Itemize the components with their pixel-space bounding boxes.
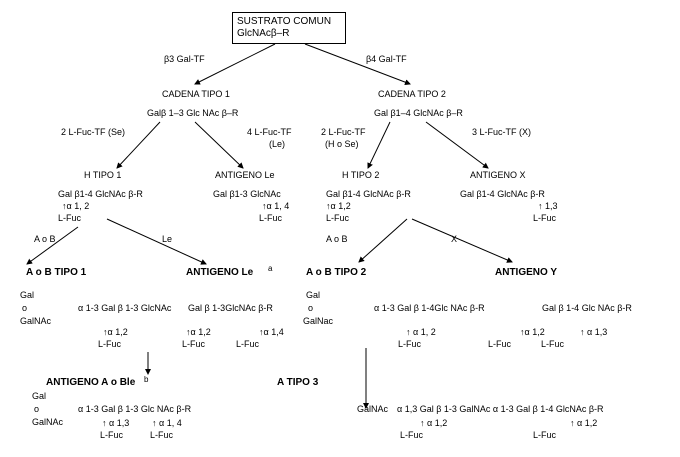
antigeno-y-linkage1: ↑α 1,2 — [520, 327, 545, 337]
edge-label-fuc-hse-enzyme: (H o Se) — [325, 139, 359, 149]
antigeno-aoble-title: ANTIGENO A o Ble — [46, 377, 136, 388]
antigeno-le-formula: Gal β1-3 GlcNAc — [213, 189, 281, 199]
edge-label-le: Le — [162, 234, 173, 244]
antigeno-lea-linkage1: ↑α 1,2 — [186, 327, 211, 337]
antigeno-x-linkage: ↑ 1,3 — [538, 201, 558, 211]
a-tipo3-title: A TIPO 3 — [277, 377, 319, 388]
edge-label-b3: β3 Gal-TF — [164, 54, 205, 64]
aob-tipo1-fucose: L-Fuc — [98, 339, 122, 349]
aob-tipo1-linkage: ↑α 1,2 — [103, 327, 128, 337]
aob-tipo1-or: o — [22, 303, 28, 313]
aob-tipo2-title: A o B TIPO 2 — [306, 267, 367, 278]
edge-c2-agx — [425, 121, 489, 169]
edge-label-x: X — [451, 234, 458, 244]
edge-label-aob2: A o B — [326, 234, 348, 244]
antigeno-y-fucose2: L-Fuc — [541, 339, 565, 349]
h-tipo1-linkage: ↑α 1, 2 — [62, 201, 90, 211]
h-tipo2-title: H TIPO 2 — [342, 170, 380, 180]
edge-c1-h1 — [116, 121, 161, 169]
antigeno-lea-linkage2: ↑α 1,4 — [259, 327, 284, 337]
h-tipo2-formula: Gal β1-4 GlcNAc β-R — [326, 189, 411, 199]
h-tipo1-formula: Gal β1-4 GlcNAc β-R — [58, 189, 143, 199]
edge-label-aob1: A o B — [34, 234, 56, 244]
antigeno-y-linkage2: ↑ α 1,3 — [580, 327, 608, 337]
antigeno-aoble-fucose1: L-Fuc — [100, 430, 124, 440]
h-tipo2-fucose: L-Fuc — [326, 213, 350, 223]
edge-h2-agy — [411, 218, 513, 263]
antigeno-y-title: ANTIGENO Y — [495, 267, 558, 278]
aob-tipo1-formula: α 1-3 Gal β 1-3 GlcNAc — [78, 303, 172, 313]
antigeno-x-fucose: L-Fuc — [533, 213, 557, 223]
cadena-tipo2-formula: Gal β1–4 GlcNAc β–R — [374, 108, 463, 118]
a-tipo3-linkage1: ↑ α 1,2 — [420, 418, 448, 428]
h-tipo1-fucose: L-Fuc — [58, 213, 82, 223]
antigeno-lea-fucose2: L-Fuc — [236, 339, 260, 349]
edge-root-c2 — [304, 43, 411, 86]
antigeno-lea-fucose1: L-Fuc — [182, 339, 206, 349]
aob-tipo1-galnac: GalNAc — [20, 316, 52, 326]
antigeno-aoble-fucose2: L-Fuc — [150, 430, 174, 440]
a-tipo3-fucose1: L-Fuc — [400, 430, 424, 440]
cadena-tipo1-formula: Galβ 1–3 Glc NAc β–R — [147, 108, 239, 118]
aob-tipo2-or: o — [308, 303, 314, 313]
antigeno-aoble-linkage1: ↑ α 1,3 — [102, 418, 130, 428]
antigeno-x-formula: Gal β1-4 GlcNAc β-R — [460, 189, 545, 199]
aob-tipo1-title: A o B TIPO 1 — [26, 267, 87, 278]
aob-tipo2-formula: α 1-3 Gal β 1-4Glc NAc β-R — [374, 303, 485, 313]
antigeno-aoble-gal: Gal — [32, 391, 47, 401]
antigeno-le-title: ANTIGENO Le — [215, 170, 275, 180]
aob-tipo2-linkage: ↑ α 1, 2 — [406, 327, 436, 337]
cadena-tipo2-title: CADENA TIPO 2 — [378, 89, 446, 99]
antigeno-y-formula: Gal β 1-4 Glc NAc β-R — [542, 303, 632, 313]
edge-h1-aob1 — [26, 226, 79, 265]
edge-root-c1 — [194, 43, 276, 85]
antigeno-lea-formula: Gal β 1-3GlcNAc β-R — [188, 303, 273, 313]
a-tipo3-fucose2: L-Fuc — [533, 430, 557, 440]
edge-label-fuc-se: 2 L-Fuc-TF (Se) — [61, 127, 126, 137]
root-box — [232, 12, 346, 44]
aob-tipo1-gal: Gal — [20, 290, 35, 300]
aob-tipo2-galnac: GalNac — [303, 316, 334, 326]
antigeno-aoble-or: o — [34, 404, 40, 414]
root-title: SUSTRATO COMUN — [237, 16, 332, 27]
edge-label-b4: β4 Gal-TF — [366, 54, 407, 64]
antigeno-x-title: ANTIGENO X — [470, 170, 526, 180]
h-tipo2-linkage: ↑α 1,2 — [326, 201, 351, 211]
antigeno-aoble-formula: α 1-3 Gal β 1-3 Glc NAc β-R — [78, 404, 192, 414]
edge-label-fuc-le: 4 L-Fuc-TF — [247, 127, 292, 137]
edge-label-fuc-le-enzyme: (Le) — [269, 139, 286, 149]
aob-tipo2-gal: Gal — [306, 290, 321, 300]
antigeno-lea-superscript: a — [268, 264, 273, 273]
edge-c1-lea — [194, 121, 244, 169]
a-tipo3-linkage2: ↑ α 1,2 — [570, 418, 598, 428]
antigeno-aoble-linkage2: ↑ α 1, 4 — [152, 418, 182, 428]
antigeno-lea-title: ANTIGENO Le — [186, 267, 254, 278]
aob-tipo2-fucose: L-Fuc — [398, 339, 422, 349]
edge-label-fuc-hse: 2 L-Fuc-TF — [321, 127, 366, 137]
antigeno-y-fucose1: L-Fuc — [488, 339, 512, 349]
antigeno-le-fucose: L-Fuc — [259, 213, 283, 223]
h-tipo1-title: H TIPO 1 — [84, 170, 122, 180]
antigeno-aoble-galnac: GalNAc — [32, 417, 64, 427]
antigeno-aoble-superscript: b — [144, 375, 149, 384]
antigeno-le-linkage: ↑α 1, 4 — [262, 201, 290, 211]
edge-h1-leab — [106, 218, 207, 265]
edge-label-fuc-x: 3 L-Fuc-TF (X) — [472, 127, 532, 137]
cadena-tipo1-title: CADENA TIPO 1 — [162, 89, 230, 99]
a-tipo3-formula: α 1,3 Gal β 1-3 GalNAc α 1-3 Gal β 1-4 G… — [397, 404, 604, 414]
edge-h2-aob2 — [358, 218, 408, 263]
root-formula: GlcNAcβ–R — [237, 28, 290, 39]
a-tipo3-galnac: GalNAc — [357, 404, 389, 414]
edge-c2-h2 — [367, 121, 391, 169]
